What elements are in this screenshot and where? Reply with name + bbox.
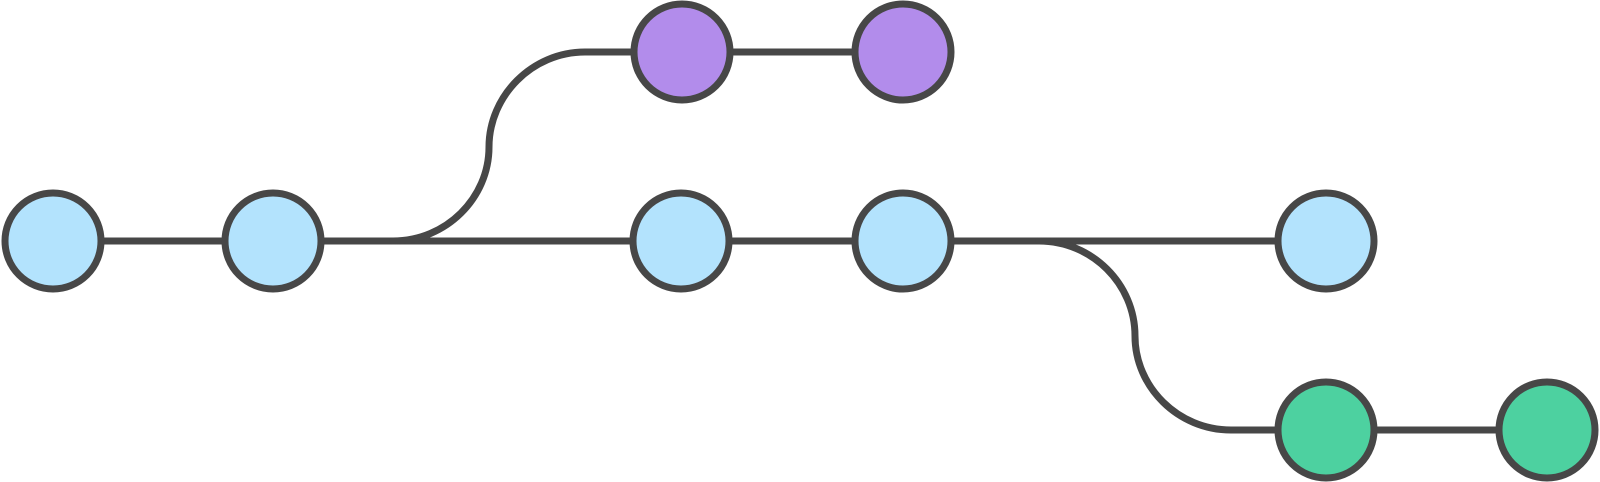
main-commit-node bbox=[1274, 189, 1378, 293]
release-commit-node bbox=[1274, 378, 1378, 482]
release-branch-line bbox=[1035, 237, 1551, 434]
release-commit-node bbox=[1495, 378, 1599, 482]
main-commit-node bbox=[851, 189, 955, 293]
main-commit-node bbox=[629, 189, 733, 293]
feature-commit-node bbox=[851, 0, 955, 104]
main-commit-node bbox=[1, 189, 105, 293]
feature-commit-node bbox=[630, 0, 734, 104]
main-commit-node bbox=[221, 189, 325, 293]
feature-branch-line bbox=[389, 48, 907, 245]
